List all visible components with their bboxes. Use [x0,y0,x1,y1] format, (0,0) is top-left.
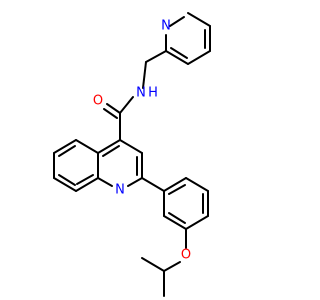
quinoline-aryl-bond [141,177,165,192]
quinoline-pyridine-ring [97,139,143,187]
methylene-bond [145,50,167,63]
quinoline-benzene-ring [53,139,99,192]
ether-bond-2 [163,261,181,272]
isopropyl-bond-1 [141,257,165,272]
amide-bond [119,96,134,114]
carbonyl-bond-2 [103,108,118,119]
pyridine-nitrogen-label: N [161,19,171,34]
quinoline-nitrogen-label: N [115,183,125,198]
phenyl-ring [163,177,209,230]
amide-nitrogen-label: N [136,86,146,101]
carbonyl-bond-1 [106,103,121,114]
ether-oxygen-label: O [181,248,191,263]
structure-diagram: N N H O N O [53,12,211,297]
amide-hydrogen-label: H [148,86,158,101]
carbonyl-oxygen-label: O [93,94,103,109]
molecule-canvas: N N H O N O [53,12,211,297]
methylene-nh-bond [142,61,147,89]
pyridine-ring [165,12,211,65]
